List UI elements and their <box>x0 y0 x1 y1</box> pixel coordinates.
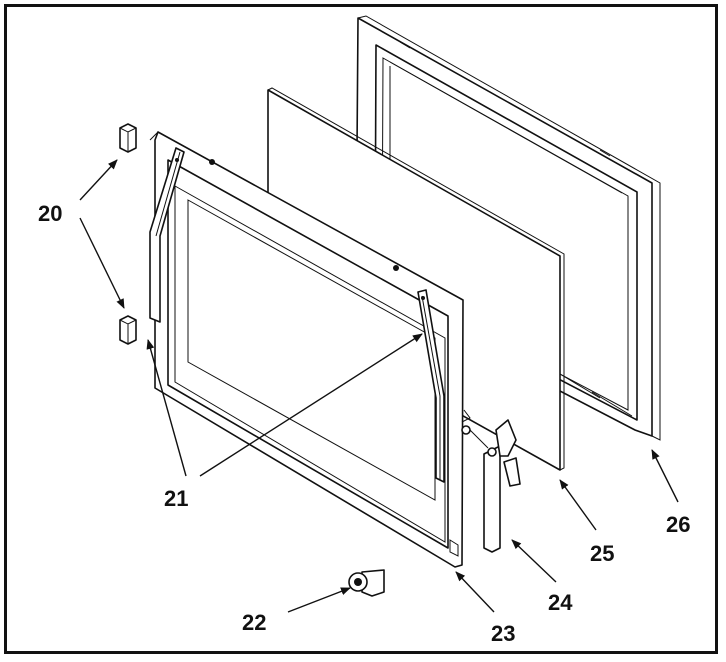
callout-22: 22 <box>242 610 266 635</box>
leader-23 <box>455 571 495 613</box>
leader-20-top <box>79 159 118 201</box>
leader-24 <box>511 539 557 583</box>
callout-20: 20 <box>38 201 62 226</box>
callout-24: 24 <box>548 590 573 615</box>
callout-21: 21 <box>164 486 188 511</box>
callout-26: 26 <box>666 512 690 537</box>
latch-knob-part <box>348 569 385 597</box>
callout-23: 23 <box>491 621 515 646</box>
leader-22 <box>287 587 351 613</box>
leader-21-right <box>199 333 423 477</box>
hinge-part <box>461 409 521 553</box>
channel-bracket-right <box>417 289 445 483</box>
leader-21-left <box>146 339 187 477</box>
outer-door-frame-part <box>149 131 464 568</box>
leader-20-bottom <box>79 217 125 309</box>
block-bottom <box>119 315 137 345</box>
channel-bracket-left <box>149 147 185 323</box>
leader-25 <box>559 479 597 531</box>
callout-25: 25 <box>590 541 614 566</box>
leader-26 <box>651 449 679 503</box>
block-top <box>119 123 137 153</box>
